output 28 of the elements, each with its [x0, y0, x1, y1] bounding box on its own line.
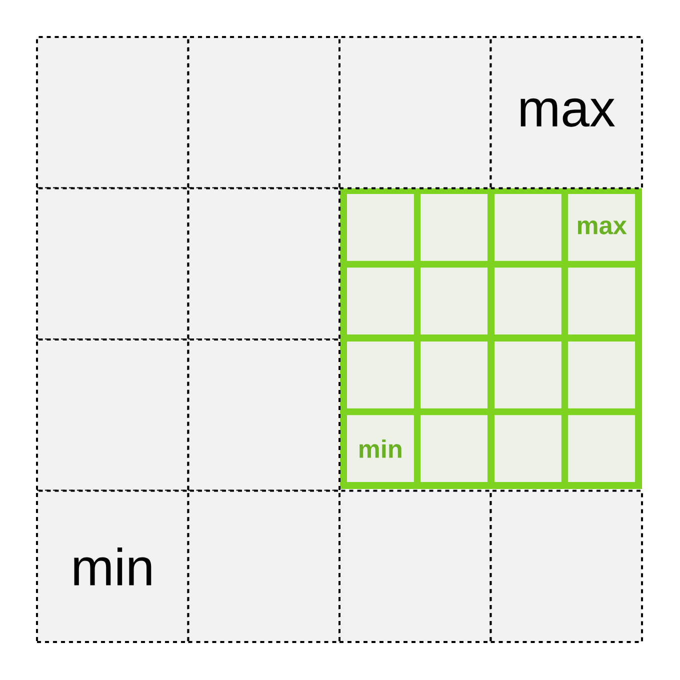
grid-cell: min: [36, 490, 190, 644]
grid-cell: max: [568, 194, 635, 261]
grid-cell: [568, 342, 635, 408]
grid-cell: [347, 342, 414, 408]
grid-cell: [187, 36, 341, 190]
grid-cell: [347, 194, 414, 261]
grid-cell: min: [347, 415, 414, 482]
grid-cell: [568, 268, 635, 334]
grid-cell: [420, 415, 488, 482]
grid-cell: [494, 342, 562, 408]
grid-cell: [494, 415, 562, 482]
grid-cell: [494, 194, 562, 261]
grid-cell: [36, 338, 190, 492]
grid-cell: [420, 194, 488, 261]
grid-cell: [568, 415, 635, 482]
grid-cell: [187, 187, 341, 340]
grid-cell: max: [490, 36, 644, 190]
grid-cell: [494, 268, 562, 334]
grid-cell: [420, 268, 488, 334]
grid-cell: [36, 187, 190, 340]
grid-cell: [36, 36, 190, 190]
grid-cell: [490, 490, 644, 644]
grid-cell: [187, 338, 341, 492]
grid-cell: [338, 490, 492, 644]
grid-cell: [187, 490, 341, 644]
grid-cell: [338, 36, 492, 190]
grid-cell: [420, 342, 488, 408]
grid-cell: [347, 268, 414, 334]
